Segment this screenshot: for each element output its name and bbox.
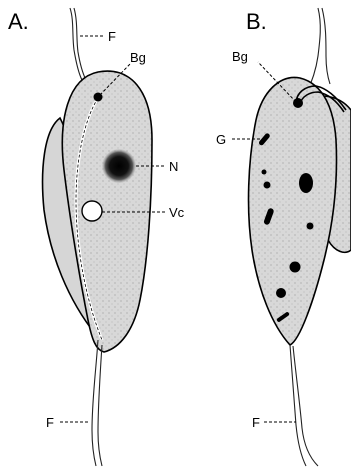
label-g-b: G — [216, 132, 226, 147]
label-f-top-a: F — [108, 29, 116, 44]
label-f-bottom-a: F — [46, 415, 54, 430]
panel-b: B. Bg G — [216, 8, 351, 466]
label-bg-b: Bg — [232, 49, 248, 64]
flagellum-top-a-strand — [74, 8, 86, 80]
granule-dot-3 — [307, 223, 314, 230]
panel-b-label: B. — [246, 9, 267, 34]
granule-dot-1 — [262, 170, 267, 175]
flagellum-bottom-a — [92, 340, 98, 466]
flagellum-top-b-strand — [322, 8, 330, 84]
basal-granule-b — [293, 98, 303, 108]
nucleus-a — [102, 149, 136, 183]
label-vc-a: Vc — [169, 205, 185, 220]
label-bg-a: Bg — [130, 50, 146, 65]
granule-oval-1 — [299, 173, 313, 193]
granule-dot-4 — [290, 262, 301, 273]
vacuole-a — [82, 201, 102, 221]
flagellum-bottom-b — [290, 345, 306, 466]
panel-a-label: A. — [8, 9, 29, 34]
granule-dot-2 — [264, 182, 271, 189]
cell-body-b — [249, 77, 337, 345]
granule-dot-5 — [276, 288, 286, 298]
flagellum-bottom-a-strand — [98, 345, 102, 466]
label-f-bottom-b: F — [252, 415, 260, 430]
panel-a: A. F Bg N Vc F — [8, 8, 185, 466]
flagellum-bottom-b-strand — [293, 346, 318, 466]
label-n-a: N — [169, 159, 178, 174]
